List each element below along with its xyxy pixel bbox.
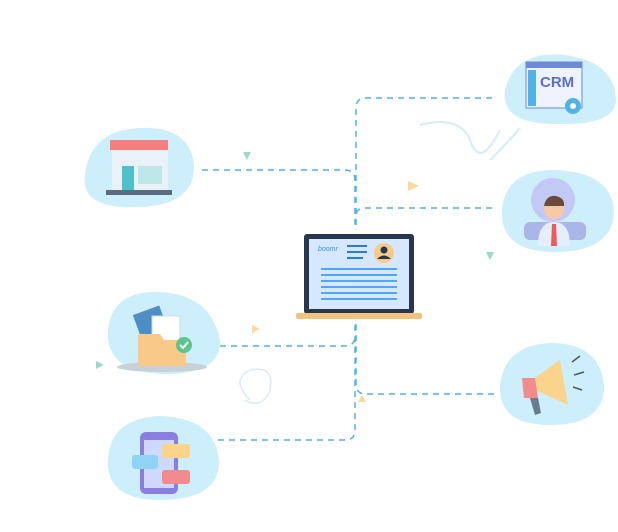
laptop-logo: boomr bbox=[318, 246, 338, 253]
connector-folder bbox=[220, 335, 356, 347]
connector-store bbox=[202, 169, 356, 230]
connector-mobile bbox=[218, 320, 356, 441]
mobile-chat-icon bbox=[132, 432, 190, 494]
folder-icon bbox=[117, 305, 207, 372]
triangle-decoration bbox=[486, 252, 494, 260]
connector-agent bbox=[355, 207, 492, 217]
megaphone-icon bbox=[522, 355, 585, 415]
swirl-decoration bbox=[419, 121, 521, 161]
laptop-icon bbox=[296, 234, 422, 319]
spiral-decoration bbox=[239, 368, 272, 405]
store-icon bbox=[106, 140, 172, 195]
triangle-decoration bbox=[408, 181, 419, 191]
triangle-decoration bbox=[243, 152, 251, 160]
triangle-decoration bbox=[358, 395, 366, 402]
connector-crm bbox=[355, 97, 492, 230]
triangle-decoration bbox=[96, 361, 104, 369]
crm-window-icon bbox=[525, 61, 583, 114]
triangle-decoration bbox=[252, 325, 260, 333]
connector-megaphone bbox=[355, 320, 494, 395]
support-agent-icon bbox=[524, 178, 586, 246]
crm-label: CRM bbox=[540, 74, 575, 91]
